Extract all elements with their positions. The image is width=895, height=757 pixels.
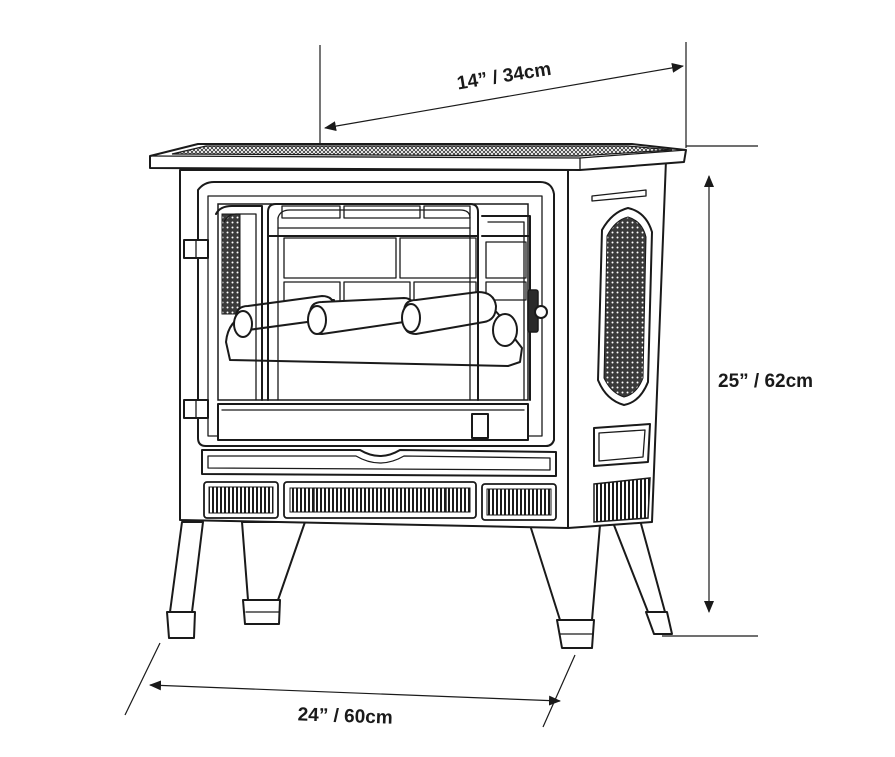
top-grille xyxy=(171,145,673,157)
leg-front-right xyxy=(529,524,601,621)
leg-front-left xyxy=(169,521,204,613)
side-control-inner xyxy=(598,429,646,462)
log-left-end xyxy=(233,310,253,338)
leg-side-right xyxy=(611,519,666,613)
side-top-slot xyxy=(591,189,647,202)
front-vent-center-dividers xyxy=(313,487,447,513)
door-left-pane-inner xyxy=(223,213,257,401)
height-dimension: 25” / 62cm xyxy=(662,145,813,637)
door-handle-knob xyxy=(534,305,548,319)
apron-strip-inner xyxy=(207,455,551,471)
log-set xyxy=(225,291,523,367)
door-inner-edge xyxy=(207,195,543,437)
depth-arrow xyxy=(324,62,684,132)
width-dimension: 24” / 60cm xyxy=(124,642,576,729)
width-arrow xyxy=(149,680,561,706)
door-window-bars xyxy=(215,203,531,401)
front-vent-right xyxy=(486,488,552,516)
log-back-end xyxy=(492,313,518,347)
height-label: 25” / 62cm xyxy=(718,371,813,392)
door-right-pane xyxy=(481,215,531,401)
door-right-pane-inner xyxy=(487,221,525,401)
firebox-left-mesh xyxy=(221,213,241,315)
width-extension-left xyxy=(124,642,161,716)
depth-label: 14” / 34cm xyxy=(456,59,553,95)
log-center-end xyxy=(307,305,327,335)
door-lower-panel xyxy=(217,403,529,441)
width-extension-right xyxy=(542,654,576,728)
door-arch-inner xyxy=(277,209,471,401)
leg-rear-left xyxy=(241,521,306,601)
base-edge xyxy=(179,519,653,529)
side-oval-vent-mesh xyxy=(603,216,647,398)
door-left-pane xyxy=(215,205,263,401)
fireplace-body xyxy=(149,143,687,529)
door-arch-frame xyxy=(267,203,479,401)
front-vent-center xyxy=(289,487,471,513)
foot-front-left xyxy=(166,611,196,639)
foot-side-right xyxy=(645,611,673,635)
width-label: 24” / 60cm xyxy=(297,704,393,728)
log-right-end xyxy=(401,303,421,333)
front-vent-left xyxy=(208,486,274,514)
side-control-panel xyxy=(593,423,651,467)
fireplace-legs xyxy=(166,519,673,649)
side-bottom-vent xyxy=(593,477,651,523)
door-handle xyxy=(527,289,548,333)
door-lower-switch xyxy=(471,413,489,439)
